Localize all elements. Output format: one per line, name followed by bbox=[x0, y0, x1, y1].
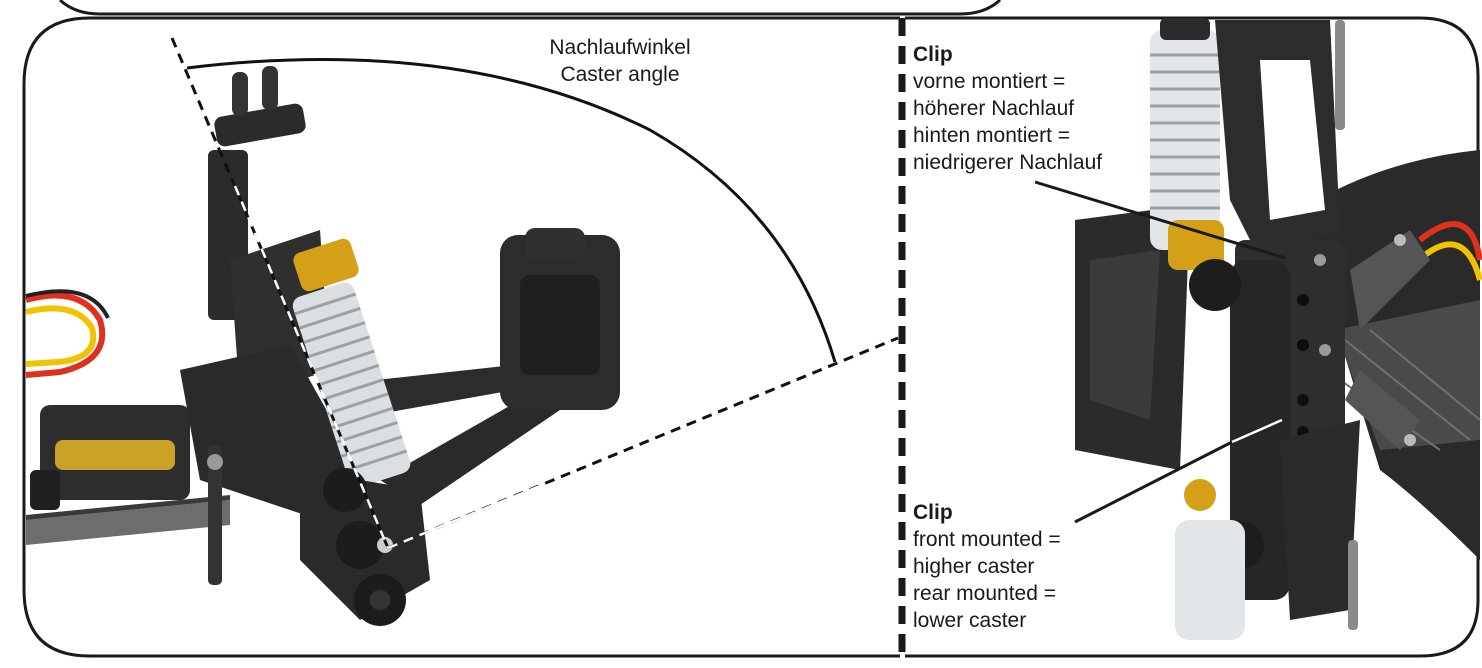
caster-angle-arc bbox=[186, 58, 837, 363]
clip-note-english: Clip front mounted = higher caster rear … bbox=[913, 499, 1061, 634]
clip-note-line: vorne montiert = bbox=[913, 70, 1066, 93]
clip-closeup-photo bbox=[1075, 18, 1482, 640]
vertical-reference-overlay bbox=[387, 484, 541, 550]
clip-note-line: front mounted = bbox=[913, 528, 1061, 551]
leader-line-lower-overlay bbox=[1231, 418, 1283, 444]
left-panel-frame bbox=[22, 16, 900, 658]
clip-note-line: niedrigerer Nachlauf bbox=[913, 151, 1103, 174]
front-suspension-photo bbox=[25, 66, 620, 626]
leader-line-lower bbox=[1074, 440, 1233, 524]
leader-line-upper bbox=[1034, 180, 1286, 260]
caster-angle-label-en: Caster angle bbox=[560, 63, 680, 86]
clip-note-line: lower caster bbox=[913, 609, 1027, 632]
caster-angle-caption: Nachlaufwinkel Caster angle bbox=[520, 34, 720, 88]
clip-note-line: hinten montiert = bbox=[913, 124, 1071, 147]
caster-angle-label-de: Nachlaufwinkel bbox=[549, 36, 691, 59]
top-frame-edge bbox=[58, 0, 1002, 16]
caster-axis-line-overlay bbox=[233, 185, 390, 549]
clip-note-title: Clip bbox=[913, 43, 953, 66]
clip-note-title: Clip bbox=[913, 501, 953, 524]
clip-note-line: rear mounted = bbox=[913, 582, 1057, 605]
caster-axis-line bbox=[170, 37, 390, 549]
clip-note-line: higher caster bbox=[913, 555, 1035, 578]
clip-note-line: höherer Nachlauf bbox=[913, 97, 1075, 120]
clip-note-german: Clip vorne montiert = höherer Nachlauf h… bbox=[913, 41, 1102, 176]
